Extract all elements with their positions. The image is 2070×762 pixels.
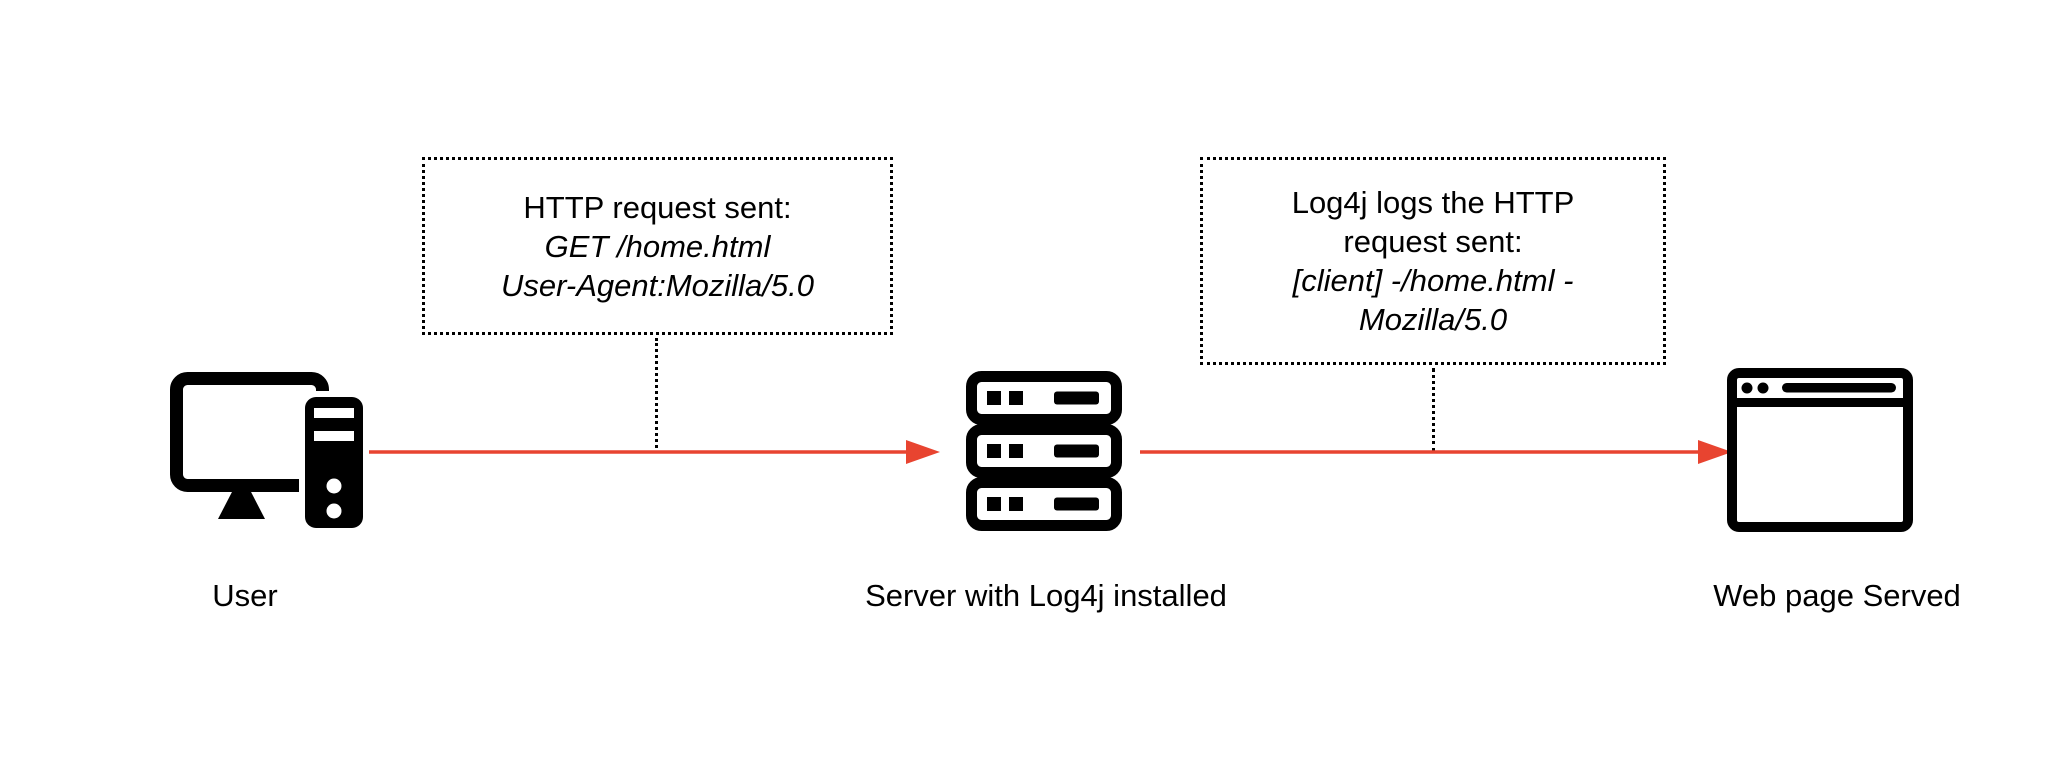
tower-button [326, 503, 342, 519]
arrow-server-to-webpage [1140, 440, 1732, 464]
monitor-stand [218, 490, 265, 519]
annotation-line: Log4j logs the HTTP [1291, 185, 1575, 220]
annotation-line: User-Agent:Mozilla/5.0 [500, 267, 814, 303]
browser-dot [1741, 382, 1753, 394]
desktop-computer-icon [170, 372, 369, 534]
annotation-log4j-log: Log4j logs the HTTP request sent: [clien… [1200, 157, 1666, 365]
tower-button [326, 478, 342, 494]
browser-frame [1727, 368, 1913, 532]
annotation-line: GET /home.html [544, 228, 771, 264]
node-label-server: Server with Log4j installed [865, 578, 1227, 613]
browser-address-bar [1782, 383, 1896, 393]
annotation-line: [client] -/home.html - [1292, 263, 1574, 298]
browser-window-icon [1727, 368, 1913, 532]
tower-slot [314, 408, 354, 418]
annotation-line: Mozilla/5.0 [1358, 302, 1508, 337]
server-unit [966, 371, 1122, 425]
server-unit [966, 477, 1122, 531]
annotation-line: HTTP request sent: [523, 189, 792, 225]
browser-toolbar-divider [1732, 398, 1908, 407]
note-connector-line [655, 338, 658, 448]
annotation-line: request sent: [1343, 224, 1523, 259]
server-rack-icon [966, 371, 1122, 531]
node-label-webpage: Web page Served [1713, 578, 1961, 613]
tower-body [305, 397, 363, 528]
browser-dot [1757, 382, 1769, 394]
note-connector-line [1432, 368, 1435, 452]
node-label-user: User [212, 578, 278, 613]
tower-slot [314, 431, 354, 441]
server-unit [966, 424, 1122, 478]
arrow-user-to-server [367, 440, 940, 464]
arrowhead-icon [906, 440, 940, 464]
annotation-http-request: HTTP request sent: GET /home.html User-A… [422, 157, 893, 335]
